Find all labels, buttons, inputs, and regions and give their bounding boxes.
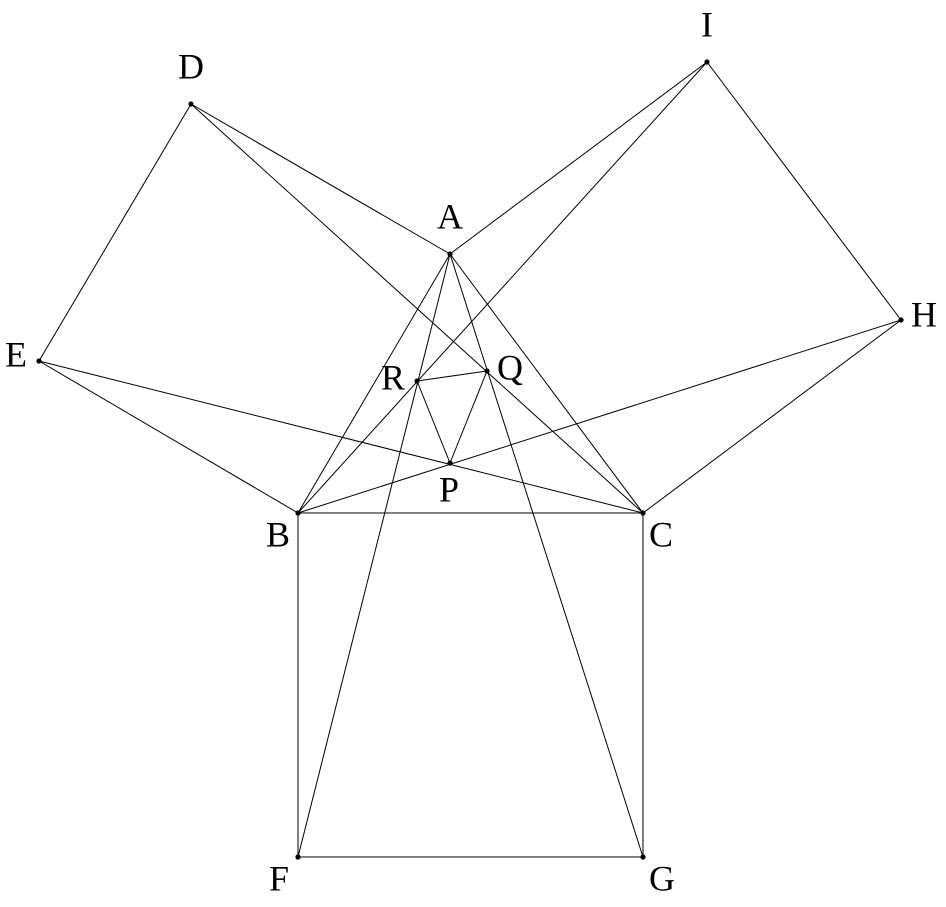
label-p: P xyxy=(439,469,459,509)
segment-ad xyxy=(190,103,451,255)
point-e xyxy=(36,358,42,364)
segment-ia xyxy=(449,61,708,255)
segment-af xyxy=(297,253,451,858)
label-e: E xyxy=(5,334,27,374)
point-a xyxy=(447,251,453,257)
label-a: A xyxy=(437,196,463,236)
point-b xyxy=(295,510,301,516)
segment-hi xyxy=(706,61,902,321)
segment-ib xyxy=(297,61,708,514)
point-h xyxy=(898,317,904,323)
segment-ag xyxy=(449,253,644,858)
label-c: C xyxy=(649,514,673,554)
point-c xyxy=(640,510,646,516)
segment-pq xyxy=(449,370,488,464)
label-r: R xyxy=(381,357,405,397)
label-g: G xyxy=(649,858,675,898)
point-d xyxy=(188,101,194,107)
point-i xyxy=(704,59,710,65)
segment-ec xyxy=(38,360,644,514)
segment-eb xyxy=(38,360,299,514)
segment-ch xyxy=(642,319,902,514)
point-r xyxy=(414,378,420,384)
label-q: Q xyxy=(497,347,523,387)
point-f xyxy=(295,854,301,860)
label-h: H xyxy=(911,294,937,334)
segment-de xyxy=(38,103,192,362)
point-p xyxy=(447,460,453,466)
label-f: F xyxy=(269,858,289,898)
point-q xyxy=(484,368,490,374)
segment-hb xyxy=(297,319,902,514)
segment-ca xyxy=(449,253,644,514)
label-b: B xyxy=(266,514,290,554)
diagram-labels: A B C D E F G H I P Q R xyxy=(5,4,937,898)
point-g xyxy=(640,854,646,860)
segment-ab xyxy=(297,253,451,514)
label-i: I xyxy=(701,4,713,44)
diagram-segments xyxy=(38,61,902,858)
segment-rp xyxy=(416,380,451,464)
segment-qr xyxy=(416,370,488,382)
label-d: D xyxy=(178,46,204,86)
diagram-points xyxy=(36,59,904,860)
segment-dc xyxy=(190,103,644,514)
